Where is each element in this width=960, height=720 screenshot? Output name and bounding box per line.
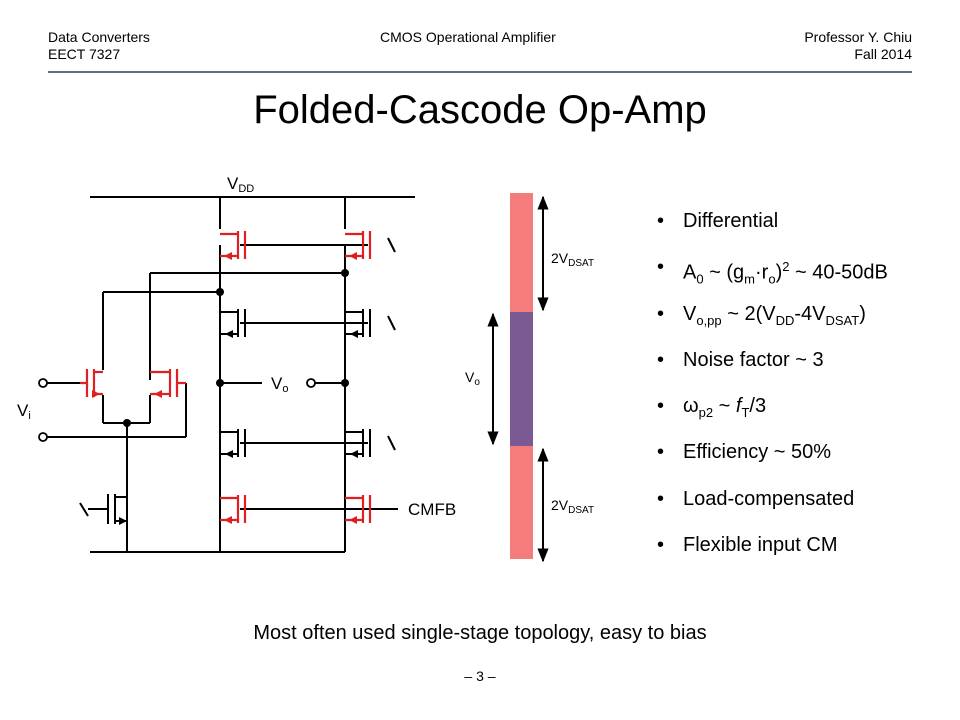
bullet-pole: ωp2 ~ fT/3 xyxy=(657,392,888,438)
junction-dots xyxy=(123,269,349,427)
nmos-cascodes xyxy=(220,309,371,457)
headroom-top-label: 2VDSAT xyxy=(551,250,594,269)
swing-bar xyxy=(510,312,533,446)
vdd-label: VDD xyxy=(227,174,254,195)
nmos-arrows xyxy=(119,330,358,525)
bullet-swing: Vo,pp ~ 2(VDD-4VDSAT) xyxy=(657,300,888,346)
course-code: EECT 7327 xyxy=(48,46,121,62)
swing-vo-label: Vo xyxy=(465,369,480,388)
schematic-wires xyxy=(47,196,415,553)
page-number: – 3 – xyxy=(464,668,496,684)
header-right: Professor Y. Chiu Fall 2014 xyxy=(804,29,912,63)
slide-title: Folded-Cascode Op-Amp xyxy=(253,88,707,132)
course-name: Data Converters xyxy=(48,29,150,45)
swing-arrows xyxy=(487,195,549,563)
bullet-noise: Noise factor ~ 3 xyxy=(657,346,888,392)
cmfb-label: CMFB xyxy=(408,500,456,519)
vi-label: Vi xyxy=(17,401,31,422)
feature-list: Differential A0 ~ (gm·ro)2 ~ 40-50dB Vo,… xyxy=(657,207,888,577)
header-divider xyxy=(48,71,912,73)
bullet-input-cm: Flexible input CM xyxy=(657,531,888,577)
bullet-efficiency: Efficiency ~ 50% xyxy=(657,438,888,484)
slide-caption: Most often used single-stage topology, e… xyxy=(253,622,707,644)
header-topic: CMOS Operational Amplifier xyxy=(380,29,556,45)
bullet-compensation: Load-compensated xyxy=(657,485,888,531)
pmos-arrows xyxy=(92,252,357,524)
bullet-differential: Differential xyxy=(657,207,888,253)
headroom-bottom-label: 2VDSAT xyxy=(551,497,594,516)
bullet-gain: A0 ~ (gm·ro)2 ~ 40-50dB xyxy=(657,253,888,299)
headroom-top-bar xyxy=(510,193,533,312)
term: Fall 2014 xyxy=(854,46,912,62)
header-left: Data Converters EECT 7327 xyxy=(48,29,150,63)
terminals xyxy=(38,378,316,442)
headroom-bottom-bar xyxy=(510,446,533,559)
pmos-devices xyxy=(80,231,372,523)
instructor-name: Professor Y. Chiu xyxy=(804,29,912,45)
vo-label: Vo xyxy=(271,374,288,395)
